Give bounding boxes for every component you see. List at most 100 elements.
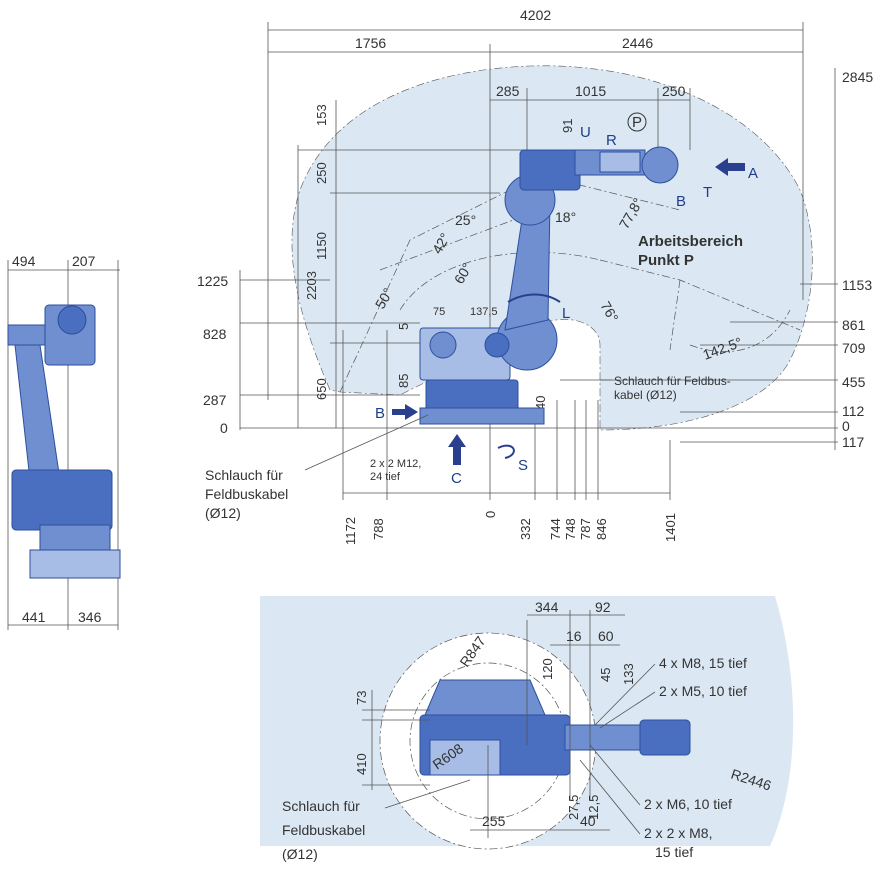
top-dim-120: 120	[540, 658, 555, 680]
arrow-b	[392, 404, 418, 420]
dim-0-right: 0	[842, 418, 850, 434]
axis-t-label: T	[703, 184, 712, 201]
top-dim-73: 73	[354, 691, 369, 705]
top-dim-12-5: 12,5	[586, 795, 601, 820]
dim-40-side: 40	[533, 396, 548, 410]
arrow-s	[497, 444, 515, 459]
dim-846: 846	[594, 518, 609, 540]
dim-1015: 1015	[575, 83, 606, 99]
top-dim-92: 92	[595, 599, 611, 615]
point-p-marker	[627, 112, 647, 132]
top-dim-255: 255	[482, 813, 506, 829]
work-area-title: Arbeitsbereich	[638, 233, 743, 250]
dim-112: 112	[842, 403, 865, 419]
top-hose-3: (Ø12)	[282, 846, 318, 862]
bottom-dimensions: 1172 788 0 332 744 748 787 846 1401	[342, 330, 678, 545]
dim-1225: 1225	[197, 273, 228, 289]
top-dim-60: 60	[598, 628, 614, 644]
arrow-l	[507, 293, 561, 303]
dim-137-5: 137,5	[470, 306, 498, 318]
hose-note-left-2: Feldbuskabel	[205, 486, 288, 502]
dim-1150: 1150	[314, 232, 329, 260]
dim-117: 117	[842, 434, 865, 450]
hose-note-right-1: Schlauch für Feldbus-	[614, 374, 731, 388]
top-dim-45: 45	[598, 668, 613, 682]
axis-l-label: L	[562, 305, 570, 322]
top-view: 344 92 16 60 120 45 133 73 410 27,5 12,5…	[260, 596, 794, 862]
dim-828: 828	[203, 326, 227, 342]
front-view: 494 207 441 346	[7, 253, 121, 630]
dim-0-bottom: 0	[483, 511, 498, 518]
top-dim-410: 410	[354, 753, 369, 775]
front-dim-207: 207	[72, 253, 96, 269]
dim-287: 287	[203, 392, 227, 408]
dim-0-left: 0	[220, 420, 228, 436]
dim-75: 75	[433, 306, 445, 318]
work-area-subtitle: Punkt P	[638, 252, 694, 269]
dim-250-top: 250	[662, 83, 686, 99]
top-hose-2: Feldbuskabel	[282, 822, 365, 838]
dim-91: 91	[560, 119, 575, 133]
left-dimensions: 1225 828 287 0 2203 1150 650 153 250 85 …	[197, 100, 575, 436]
dim-1172: 1172	[343, 517, 358, 545]
point-p-label: P	[632, 114, 642, 131]
top-dim-16: 16	[566, 628, 582, 644]
note-2xm6: 2 x M6, 10 tief	[644, 796, 732, 812]
dim-1756: 1756	[355, 35, 386, 51]
hose-note-left-3: (Ø12)	[205, 505, 241, 521]
right-dimensions: 2845 1153 861 709 455 112 0 117	[240, 68, 873, 450]
axis-labels: U R P T A B L B C S	[375, 112, 758, 487]
top-dimensions: 4202 1756 2446 285 1015 250	[267, 7, 804, 500]
angle-25: 25°	[455, 212, 476, 228]
axis-u-label: U	[580, 124, 591, 141]
reach-lines	[339, 174, 801, 393]
hose-note-left-1: Schlauch für	[205, 467, 283, 483]
front-dim-441: 441	[22, 609, 46, 625]
dim-85: 85	[396, 374, 411, 388]
top-dim-27-5: 27,5	[566, 795, 581, 820]
axis-a-label: A	[748, 165, 758, 182]
axis-b2-label: B	[375, 405, 385, 422]
dim-650: 650	[314, 378, 329, 400]
dim-2446: 2446	[622, 35, 653, 51]
dim-4202: 4202	[520, 7, 551, 23]
hose-note-right-2: kabel (Ø12)	[614, 388, 677, 402]
dim-2203: 2203	[304, 271, 319, 300]
dim-1153: 1153	[842, 277, 872, 293]
dim-285: 285	[496, 83, 520, 99]
top-dim-40: 40	[580, 813, 596, 829]
dim-153: 153	[314, 104, 329, 126]
top-hose-1: Schlauch für	[282, 798, 360, 814]
dim-250-vertical: 250	[314, 162, 329, 184]
dim-709: 709	[842, 340, 866, 356]
angle-18: 18°	[555, 209, 576, 225]
dim-1401: 1401	[663, 513, 678, 542]
note-2x2xm8-1: 2 x 2 x M8,	[644, 825, 712, 841]
arrow-c	[448, 434, 466, 465]
robot-side	[419, 146, 679, 425]
note-4xm8: 4 x M8, 15 tief	[659, 655, 747, 671]
dim-5: 5	[396, 323, 411, 330]
dim-788: 788	[371, 518, 386, 540]
axis-s-label: S	[518, 457, 528, 474]
dim-332: 332	[518, 518, 533, 540]
note-2x2xm8-2: 15 tief	[655, 844, 693, 860]
note-2xm5: 2 x M5, 10 tief	[659, 683, 747, 699]
axis-b-label: B	[676, 193, 686, 210]
top-dim-133: 133	[621, 663, 636, 685]
arrow-a	[715, 158, 745, 176]
dim-787: 787	[578, 518, 593, 540]
top-dim-344: 344	[535, 599, 559, 615]
dim-2845: 2845	[842, 69, 873, 85]
thread-note-2: 24 tief	[370, 471, 401, 483]
front-dim-346: 346	[78, 609, 102, 625]
dim-748: 748	[563, 518, 578, 540]
dim-744: 744	[548, 518, 563, 540]
front-dim-494: 494	[12, 253, 36, 269]
thread-note-1: 2 x 2 M12,	[370, 458, 421, 470]
dim-861: 861	[842, 317, 866, 333]
axis-c-label: C	[451, 470, 462, 487]
axis-r-label: R	[606, 132, 617, 149]
dim-455: 455	[842, 374, 866, 390]
